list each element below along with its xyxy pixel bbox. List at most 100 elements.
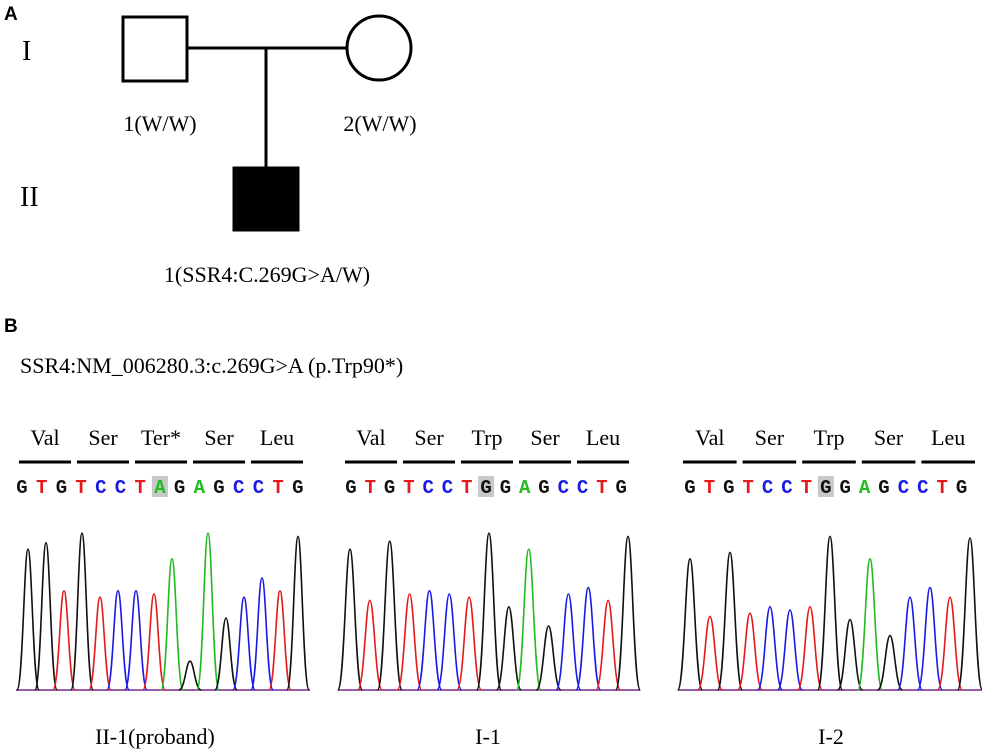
trace-peak bbox=[34, 541, 58, 691]
trace-peak bbox=[250, 577, 274, 691]
trace-peak bbox=[495, 605, 522, 691]
sequence-base: G bbox=[56, 477, 67, 499]
trace-peak bbox=[776, 609, 804, 691]
trace-peak bbox=[535, 625, 562, 691]
trace-peak bbox=[286, 535, 310, 691]
trace-peak bbox=[475, 532, 503, 691]
sample-label: I-1 bbox=[475, 724, 501, 749]
codon-label: Val bbox=[356, 425, 385, 450]
sequence-base: C bbox=[422, 477, 433, 499]
sequence-base: G bbox=[878, 477, 889, 499]
trace-peak bbox=[88, 596, 112, 691]
mother-symbol bbox=[345, 14, 413, 82]
trace-peak bbox=[555, 593, 582, 691]
father-symbol bbox=[121, 15, 189, 83]
sequence-base: T bbox=[134, 477, 145, 499]
codon-label: Val bbox=[30, 425, 59, 450]
sequence-base: C bbox=[233, 477, 244, 499]
trace-peak bbox=[716, 551, 744, 691]
trace-peak bbox=[736, 612, 764, 691]
trace-peak bbox=[268, 589, 292, 691]
father-label: 1(W/W) bbox=[123, 111, 196, 136]
sequence-base: C bbox=[898, 477, 909, 499]
trace-peak bbox=[575, 586, 602, 691]
sequence-base: G bbox=[839, 477, 850, 499]
sequence-base: C bbox=[95, 477, 106, 499]
trace-peak bbox=[456, 596, 483, 691]
codon-label: Trp bbox=[472, 425, 503, 450]
trace-peak bbox=[142, 593, 166, 691]
sequence-base: C bbox=[577, 477, 588, 499]
trace-peak bbox=[106, 589, 130, 691]
panel-b: B SSR4:NM_006280.3:c.269G>A (p.Trp90*) V… bbox=[4, 316, 982, 749]
sequence-base: T bbox=[403, 477, 414, 499]
trace-peak bbox=[232, 596, 256, 691]
trace-peak bbox=[124, 589, 148, 691]
sequence-base: A bbox=[859, 477, 871, 499]
mother-label: 2(W/W) bbox=[343, 111, 416, 136]
codon-label: Leu bbox=[931, 425, 965, 450]
trace-peak bbox=[178, 660, 202, 691]
trace-peak bbox=[756, 605, 784, 691]
sequence-base: G bbox=[345, 477, 356, 499]
trace-peak bbox=[356, 599, 383, 691]
sequence-base: C bbox=[442, 477, 453, 499]
codon-label: Ser bbox=[88, 425, 118, 450]
trace-peak bbox=[676, 557, 704, 691]
sequence-base: C bbox=[917, 477, 928, 499]
trace-peak bbox=[876, 634, 904, 691]
sequence-base: G bbox=[538, 477, 549, 499]
panel-b-letter: B bbox=[4, 316, 18, 337]
sequence-base: G bbox=[384, 477, 395, 499]
trace-peak bbox=[916, 586, 944, 691]
sequence-base: A bbox=[519, 477, 531, 499]
sequence-base: T bbox=[36, 477, 47, 499]
trace-peak bbox=[70, 532, 94, 691]
sequence-base: G bbox=[16, 477, 27, 499]
sequence-base: G bbox=[723, 477, 734, 499]
codon-label: Val bbox=[695, 425, 724, 450]
codon-label: Ter* bbox=[141, 425, 181, 450]
sequence-base: C bbox=[762, 477, 773, 499]
sequence-base: G bbox=[213, 477, 224, 499]
sequence-base: C bbox=[115, 477, 126, 499]
codon-label: Ser bbox=[755, 425, 785, 450]
codon-label: Ser bbox=[874, 425, 904, 450]
sequence-base: T bbox=[801, 477, 812, 499]
codon-label: Ser bbox=[414, 425, 444, 450]
trace-peak bbox=[160, 557, 184, 691]
sequence-base: A bbox=[154, 477, 166, 499]
sequence-base: T bbox=[272, 477, 283, 499]
sequence-base: T bbox=[936, 477, 947, 499]
sequence-base: C bbox=[781, 477, 792, 499]
sequence-base: G bbox=[615, 477, 626, 499]
trace-peak bbox=[595, 599, 622, 691]
sequence-base: T bbox=[596, 477, 607, 499]
trace-peak bbox=[936, 596, 964, 691]
trace-peak bbox=[214, 617, 238, 691]
mutation-highlight bbox=[478, 476, 495, 497]
trace-peak bbox=[856, 557, 884, 691]
generation-label-2: II bbox=[20, 182, 39, 213]
sample-label: II-1(proband) bbox=[95, 724, 215, 749]
mutation-highlight bbox=[817, 476, 834, 497]
proband-label: 1(SSR4:C.269G>A/W) bbox=[164, 262, 370, 287]
trace-peak bbox=[836, 618, 864, 691]
panel-a: A I II 1(W/W) 2(W/W) 1(SSR4:C.269G>A/W) bbox=[4, 4, 417, 287]
codon-label: Leu bbox=[586, 425, 620, 450]
codon-label: Ser bbox=[204, 425, 234, 450]
trace-peak bbox=[436, 593, 463, 691]
sequence-base: A bbox=[194, 477, 206, 499]
sequence-base: T bbox=[704, 477, 715, 499]
trace-peak bbox=[796, 605, 824, 691]
trace-peak bbox=[376, 540, 403, 691]
trace-peak bbox=[956, 537, 982, 691]
sequence-base: G bbox=[500, 477, 511, 499]
sequence-base: G bbox=[956, 477, 967, 499]
sequence-base: G bbox=[480, 477, 491, 499]
sequence-base: G bbox=[174, 477, 185, 499]
trace-peak bbox=[816, 535, 844, 691]
codon-label: Ser bbox=[530, 425, 560, 450]
